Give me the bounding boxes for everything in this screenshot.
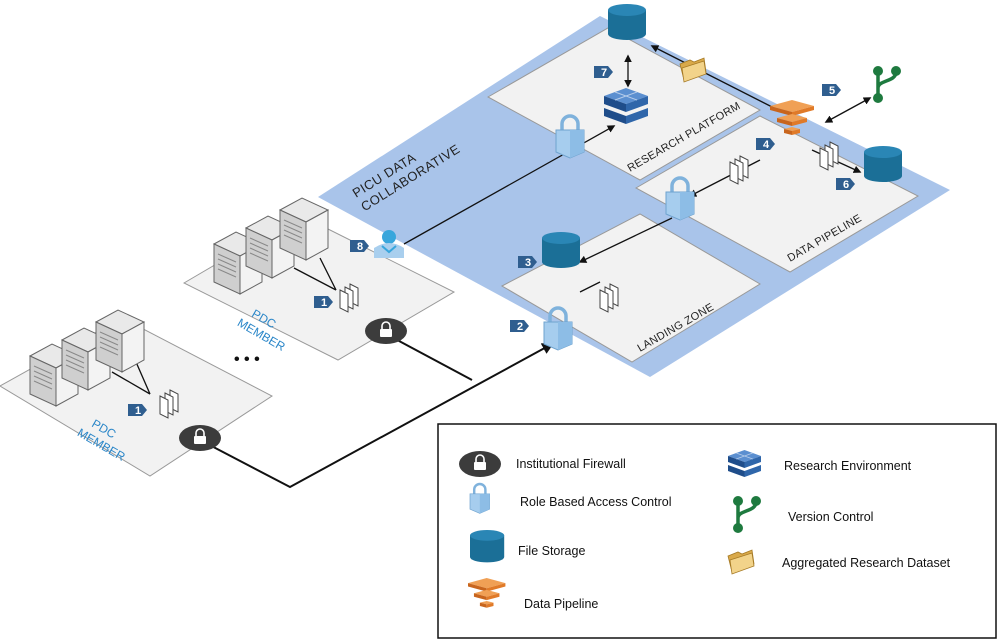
pipeline-to-folder-link: [650, 45, 783, 113]
server-link-bot-a: [111, 371, 151, 395]
step-badge-3: 3: [518, 256, 537, 269]
legend-research-environment-label: Research Environment: [784, 459, 912, 473]
step-badge-8: 8: [350, 240, 369, 253]
institutional-firewall-icon: [178, 424, 222, 452]
landing-zone: [500, 213, 761, 363]
landing-files-link: [579, 281, 601, 293]
step-badge-4: 4: [756, 138, 775, 151]
file-storage-icon: [608, 4, 646, 40]
svg-text:4: 4: [763, 139, 770, 151]
legend-institutional-firewall-label: Institutional Firewall: [516, 457, 626, 471]
legend-aggregated-research-dataset-label: Aggregated Research Dataset: [782, 556, 951, 570]
svg-text:8: 8: [357, 241, 363, 253]
legend-file-storage-icon: [470, 530, 505, 563]
svg-text:2: 2: [517, 321, 523, 333]
server-icon: [279, 197, 329, 261]
svg-text:3: 3: [525, 257, 531, 269]
server-link-top-a: [293, 267, 337, 291]
landing-to-storage-link: [578, 217, 673, 263]
server-icon: [95, 309, 145, 373]
legend-file-storage-label: File Storage: [518, 544, 585, 558]
step-badge-1-top: 1: [314, 296, 333, 309]
svg-text:1: 1: [321, 297, 327, 309]
legend-data-pipeline-label: Data Pipeline: [524, 597, 598, 611]
svg-text:1: 1: [135, 405, 141, 417]
file-storage-icon: [864, 146, 902, 182]
legend: Institutional Firewall Role Based Access…: [437, 423, 997, 639]
legend-institutional-firewall-icon: [458, 450, 502, 478]
firewall-bottom-link: [199, 342, 555, 489]
step-badge-7: 7: [594, 66, 613, 79]
legend-role-based-access-control-label: Role Based Access Control: [520, 495, 671, 509]
step-badge-6: 6: [836, 178, 855, 191]
collaborative-region: [318, 16, 950, 377]
server-link-bot-b: [135, 361, 151, 395]
step-badge-2: 2: [510, 320, 529, 333]
data-pipeline-zone: [634, 115, 920, 273]
file-storage-icon: [542, 232, 580, 268]
step-badge-1-bottom: 1: [128, 404, 147, 417]
svg-text:6: 6: [843, 179, 849, 191]
firewall-top-link: [385, 333, 473, 381]
version-control-icon: [871, 64, 903, 105]
step-badge-5: 5: [822, 84, 841, 97]
more-members-ellipsis: • • •: [234, 351, 260, 368]
server-link-top-b: [319, 257, 337, 291]
legend-box: [437, 423, 997, 639]
svg-text:5: 5: [829, 85, 835, 97]
legend-version-control-label: Version Control: [788, 510, 873, 524]
pipeline-version-link: [824, 97, 872, 123]
svg-text:7: 7: [601, 67, 607, 79]
institutional-firewall-icon: [364, 317, 408, 345]
